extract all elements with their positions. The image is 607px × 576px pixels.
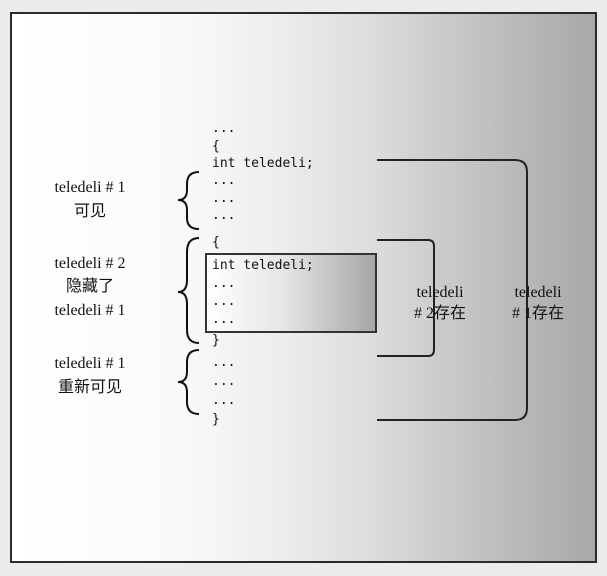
right-label: teledeli — [416, 284, 464, 301]
right-label: # 2存在 — [413, 305, 467, 322]
code-line: } — [212, 412, 220, 427]
left-label: 可见 — [73, 203, 107, 220]
code-line: ... — [212, 191, 236, 206]
code-line: ... — [212, 173, 236, 188]
inner-scope-box — [205, 253, 377, 333]
outer-scope-bracket — [377, 159, 528, 421]
code-line: } — [212, 333, 220, 348]
code-line: ... — [212, 393, 236, 408]
left-brace-3 — [177, 349, 200, 415]
code-line: ... — [212, 276, 236, 291]
code-line: ... — [212, 208, 236, 223]
code-line: ... — [212, 374, 236, 389]
left-brace-1 — [177, 171, 200, 230]
left-label: teledeli # 1 — [54, 179, 126, 196]
code-line: ... — [212, 355, 236, 370]
right-label: teledeli — [514, 284, 562, 301]
left-label: 隐藏了 — [65, 278, 115, 295]
left-label: teledeli # 1 — [54, 355, 126, 372]
code-line: ... — [212, 121, 236, 136]
left-brace-2 — [177, 237, 200, 344]
code-line: ... — [212, 312, 236, 327]
code-line: int teledeli; — [212, 258, 314, 273]
left-label: teledeli # 2 — [54, 255, 126, 272]
code-line: { — [212, 139, 220, 154]
code-line: int teledeli; — [212, 156, 314, 171]
left-label: teledeli # 1 — [54, 302, 126, 319]
left-label: 重新可见 — [57, 379, 123, 396]
inner-scope-bracket — [377, 239, 435, 357]
right-label: # 1存在 — [511, 305, 565, 322]
code-line: ... — [212, 294, 236, 309]
code-line: { — [212, 235, 220, 250]
